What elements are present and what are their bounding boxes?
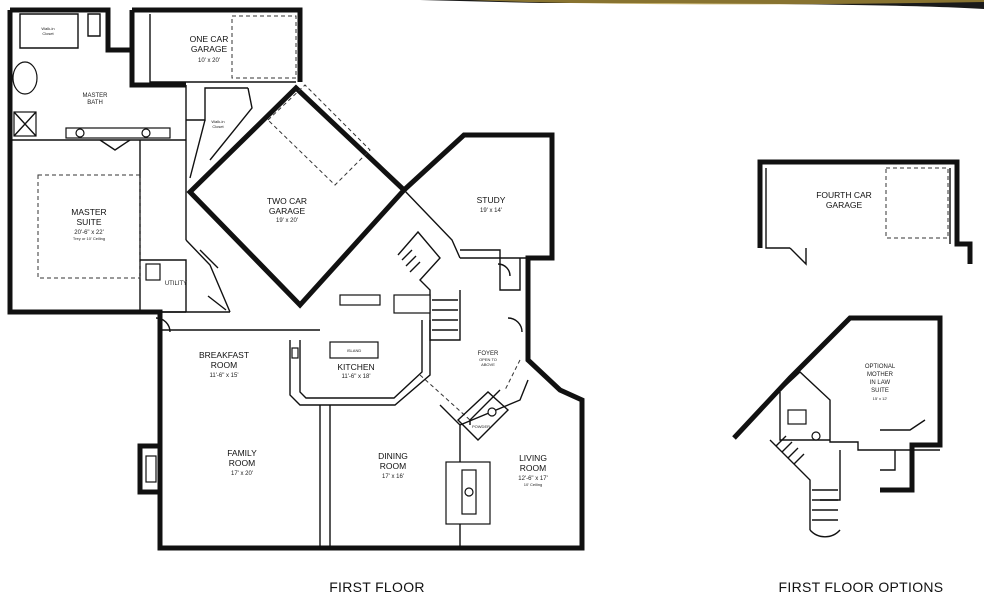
dim-mil: 15' x 12' — [873, 396, 888, 401]
room-two-car-garage: TWO CAR GARAGE 19' x 20' — [267, 196, 307, 224]
dim-dining: 17' x 16' — [382, 474, 404, 480]
first-floor-plan — [7, 7, 585, 551]
label-closet-1b: Closet — [42, 31, 54, 36]
note-living: 10' Ceiling — [524, 482, 543, 487]
label-foyer: FOYER — [478, 351, 499, 357]
room-family: FAMILY ROOM 17' x 20' — [227, 448, 257, 477]
room-master-bath: MASTER BATH — [82, 93, 108, 106]
label-two-car-garage-1: TWO CAR — [267, 196, 307, 206]
label-study: STUDY — [477, 195, 506, 205]
note-master-suite: Trey or 10' Ceiling — [73, 236, 105, 241]
label-mil-3: IN LAW — [870, 380, 891, 386]
dim-breakfast: 11'-6" x 15' — [210, 373, 239, 379]
room-study: STUDY 19' x 14' — [477, 195, 506, 214]
note-foyer-1: OPEN TO — [479, 357, 497, 362]
dim-one-car-garage: 10' x 20' — [198, 58, 220, 64]
dim-family: 17' x 20' — [231, 471, 253, 477]
label-family-1: FAMILY — [227, 448, 257, 458]
label-fourth-car-garage-1: FOURTH CAR — [816, 190, 872, 200]
mother-in-law-suite-option: OPTIONAL MOTHER IN LAW SUITE 15' x 12' — [732, 315, 943, 538]
room-powder: POWDER — [472, 424, 490, 429]
dim-master-suite: 20'-6" x 22' — [74, 230, 103, 236]
room-one-car-garage: ONE CAR GARAGE 10' x 20' — [190, 34, 229, 64]
label-island: ISLAND — [347, 348, 362, 353]
label-master-bath-2: BATH — [87, 100, 103, 106]
exterior-wall-north-bath — [10, 7, 186, 88]
label-closet-2b: Closet — [212, 124, 224, 129]
label-closet-2a: Walk-in — [211, 119, 224, 124]
room-walkin-closet-2: Walk-in Closet — [211, 119, 224, 129]
room-breakfast: BREAKFAST ROOM 11'-6" x 15' — [199, 350, 249, 379]
label-breakfast-2: ROOM — [211, 360, 237, 370]
first-floor-options-title: FIRST FLOOR OPTIONS — [779, 579, 944, 595]
fourth-car-garage-option: FOURTH CAR GARAGE — [757, 159, 973, 266]
label-master-suite-1: MASTER — [71, 207, 106, 217]
label-family-2: ROOM — [229, 458, 255, 468]
label-closet-1a: Walk-in — [41, 26, 54, 31]
label-one-car-garage-2: GARAGE — [191, 44, 228, 54]
dim-two-car-garage: 19' x 20' — [276, 218, 298, 224]
room-master-suite: MASTER SUITE 20'-6" x 22' Trey or 10' Ce… — [71, 207, 106, 241]
label-mil-4: SUITE — [871, 388, 889, 394]
note-foyer-2: ABOVE — [481, 362, 495, 367]
label-fourth-car-garage-2: GARAGE — [826, 200, 863, 210]
label-dining-2: ROOM — [380, 461, 406, 471]
dim-study: 19' x 14' — [480, 208, 502, 214]
room-walkin-closet-1: Walk-in Closet — [41, 26, 54, 36]
label-two-car-garage-2: GARAGE — [269, 206, 306, 216]
room-living: LIVING ROOM 12'-6" x 17' 10' Ceiling — [518, 453, 547, 487]
label-breakfast-1: BREAKFAST — [199, 350, 249, 360]
label-master-suite-2: SUITE — [76, 217, 101, 227]
label-dining-1: DINING — [378, 451, 408, 461]
label-kitchen: KITCHEN — [337, 362, 374, 372]
label-master-bath-1: MASTER — [82, 93, 108, 99]
label-utility: UTILITY — [165, 281, 187, 287]
dim-kitchen: 11'-6" x 18' — [342, 374, 371, 380]
one-car-garage-walls — [129, 7, 303, 82]
label-powder: POWDER — [472, 424, 490, 429]
room-utility: UTILITY — [165, 281, 187, 287]
label-mil-2: MOTHER — [867, 372, 894, 378]
label-one-car-garage-1: ONE CAR — [190, 34, 229, 44]
label-mil-1: OPTIONAL — [865, 364, 896, 370]
room-dining: DINING ROOM 17' x 16' — [378, 451, 408, 480]
dim-living: 12'-6" x 17' — [518, 476, 547, 482]
label-living-2: ROOM — [520, 463, 546, 473]
label-living-1: LIVING — [519, 453, 547, 463]
kitchen-island — [329, 341, 379, 359]
room-foyer: FOYER OPEN TO ABOVE — [478, 351, 499, 367]
first-floor-title: FIRST FLOOR — [329, 579, 425, 595]
header-swoosh — [420, 0, 984, 9]
room-kitchen: ISLAND KITCHEN 11'-6" x 18' — [337, 348, 374, 380]
